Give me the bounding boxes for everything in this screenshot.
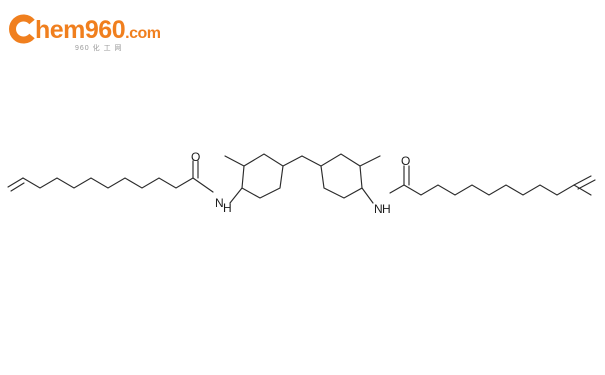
right-carbonyl-oxygen-label: O [401,154,410,168]
logo-domain: .com [125,25,161,42]
left-amide-nitrogen-label: N [215,196,224,210]
left-carbonyl-oxygen-label: O [191,150,200,164]
right-amide-hydrogen-label: H [382,202,391,216]
logo-wordmark: hem960.com [35,16,161,48]
bond-lines [7,153,596,204]
logo-c-icon [9,14,35,44]
logo-brand-text: hem960 [35,16,126,44]
left-amide-hydrogen-label: H [223,201,232,215]
logo-subtitle: 960 化 工 网 [75,45,123,52]
right-amide-nitrogen-label: N [374,202,383,216]
site-logo[interactable]: hem960.com 960 化 工 网 [8,14,161,54]
